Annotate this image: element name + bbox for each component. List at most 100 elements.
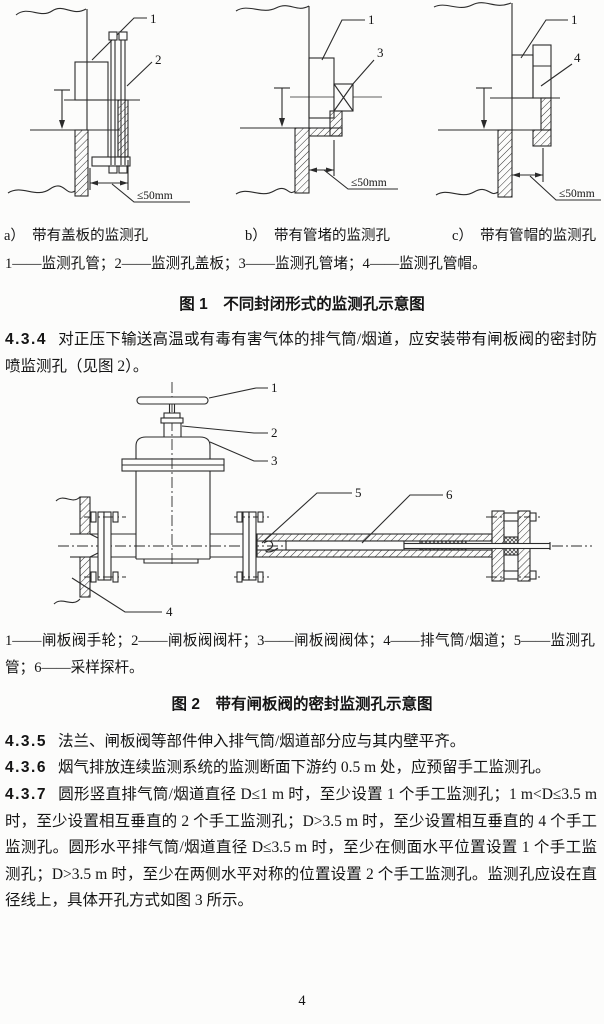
bolt-nut: [503, 570, 519, 580]
leader-1: [520, 19, 568, 59]
bolt-nut: [112, 571, 119, 583]
subfigure-c-label: c） 带有管帽的监测孔: [452, 228, 597, 244]
valve-body-bottom: [136, 558, 210, 564]
figure1-drawing: 1 2 ≤50mm: [7, 2, 601, 203]
bolt-nut: [257, 511, 264, 523]
callout-1: 1: [271, 380, 278, 395]
bolt-nut: [529, 570, 537, 580]
callout-4: 4: [166, 604, 173, 619]
subfigure-b-label: b） 带有管堵的监测孔: [245, 228, 390, 244]
leader-5: [261, 492, 352, 544]
callout-2: 2: [271, 425, 278, 440]
monitoring-pipe: [308, 57, 335, 119]
dim-label-a: ≤50mm: [137, 190, 173, 202]
monitoring-pipe: [74, 61, 109, 101]
callout-4: 4: [574, 50, 581, 65]
leader-3: [351, 59, 375, 86]
callout-3: 3: [271, 453, 278, 468]
subfigure-b: 1 3 ≤50mm: [235, 5, 398, 195]
figure1-caption: 图 1 不同封闭形式的监测孔示意图: [179, 296, 425, 313]
bolt-nut: [257, 571, 264, 583]
clause-number: 4.3.7: [5, 786, 47, 803]
pipe-cap: [532, 44, 552, 99]
bolt-nut: [118, 165, 128, 174]
subfigure-a: 1 2 ≤50mm: [7, 7, 190, 203]
subfigure-c: 1 4 ≤50mm: [433, 2, 601, 201]
leader-1: [321, 19, 365, 61]
clause-number: 4.3.6: [5, 759, 47, 776]
pipe-stub: [90, 533, 136, 558]
leader-1: [91, 17, 147, 61]
callout-5: 5: [355, 485, 362, 500]
duct-wall-section: [294, 127, 310, 194]
bolt-nut: [236, 571, 243, 583]
probe-rod: [403, 542, 551, 550]
left-flange: [84, 511, 126, 583]
clause-text: 烟气排放连续监测系统的监测断面下游约 0.5 m 处，应预留手工监测孔。: [57, 759, 551, 776]
probe-hook: [263, 540, 279, 553]
bolt-nut: [503, 512, 519, 522]
clause-number: 4.3.4: [5, 331, 47, 348]
break-line: [53, 598, 81, 605]
callout-3: 3: [377, 45, 384, 60]
gland-flange: [160, 417, 184, 424]
clause-text: 对正压下输送高温或有毒有害气体的排气筒/烟道，应安装带有闸板阀的密封防喷监测孔（…: [5, 331, 597, 375]
callout-6: 6: [446, 487, 453, 502]
figure2-caption: 图 2 带有闸板阀的密封监测孔示意图: [171, 696, 433, 713]
callout-1: 1: [150, 11, 157, 26]
bolt-nut: [108, 165, 118, 174]
break-line: [55, 496, 81, 502]
dim-leader: [323, 169, 398, 190]
wall-reducer: [89, 533, 99, 558]
page-number: 4: [298, 993, 306, 1009]
break-line: [7, 185, 76, 194]
figure2-legend: 1——闸板阀手轮；2——闸板阀阀杆；3——闸板阀阀体；4——排气筒/烟道；5——…: [5, 633, 595, 676]
clause-number: 4.3.5: [5, 733, 47, 750]
figure1-legend: 1——监测孔管；2——监测孔盖板；3——监测孔管堵；4——监测孔管帽。: [5, 256, 487, 272]
break-line: [15, 7, 87, 16]
dim-label-c: ≤50mm: [559, 188, 595, 200]
callout-1: 1: [368, 12, 375, 27]
pipe-wall-section: [308, 127, 343, 137]
clause-text: 法兰、闸板阀等部件伸入排气筒/烟道部分应与其内壁平齐。: [57, 733, 466, 750]
sampling-probe-tube: [285, 540, 405, 551]
pipe-wall-bottom: [256, 549, 493, 558]
section-4-3-6: 4.3.6 烟气排放连续监测系统的监测断面下游约 0.5 m 处，应预留手工监测孔…: [5, 755, 597, 782]
callout-2: 2: [155, 52, 162, 67]
leader-2: [126, 61, 153, 87]
leader-4: [71, 577, 162, 613]
figure2-drawing: 1 2 3 4: [53, 380, 592, 619]
bolt-nut: [118, 31, 128, 41]
bolt-nut: [90, 571, 97, 583]
bolt-nut: [112, 511, 119, 523]
pipe-wall-top: [256, 533, 493, 542]
dim-leader: [111, 183, 190, 203]
pipe-wall-section: [540, 97, 552, 131]
leader-3: [209, 441, 268, 462]
leader-2: [181, 425, 268, 434]
break-line: [235, 187, 296, 195]
duct-wall-section: [74, 129, 89, 197]
clause-text: 圆形竖直排气筒/烟道直径 D≤1 m 时，至少设置 1 个手工监测孔；1 m<D…: [5, 786, 597, 909]
break-line: [433, 2, 512, 8]
gate-valve-handwheel: [136, 396, 209, 405]
leader-4: [540, 63, 573, 87]
dim-label-b: ≤50mm: [351, 177, 387, 189]
duct-wall-section: [79, 496, 91, 535]
section-4-3-5: 4.3.5 法兰、闸板阀等部件伸入排气筒/烟道部分应与其内壁平齐。: [5, 729, 597, 756]
leader-1: [208, 387, 268, 399]
callout-1: 1: [571, 12, 578, 27]
right-flange: [234, 511, 272, 583]
bolt-nut: [90, 511, 97, 523]
break-line: [435, 188, 499, 196]
bolt-nut: [529, 512, 537, 522]
monitoring-pipe: [511, 54, 534, 99]
bolt-nut: [108, 31, 118, 41]
cap-end-section: [532, 129, 552, 147]
bolt-nut: [236, 511, 243, 523]
pipe-stub: [210, 533, 243, 558]
leader-6: [361, 494, 443, 544]
